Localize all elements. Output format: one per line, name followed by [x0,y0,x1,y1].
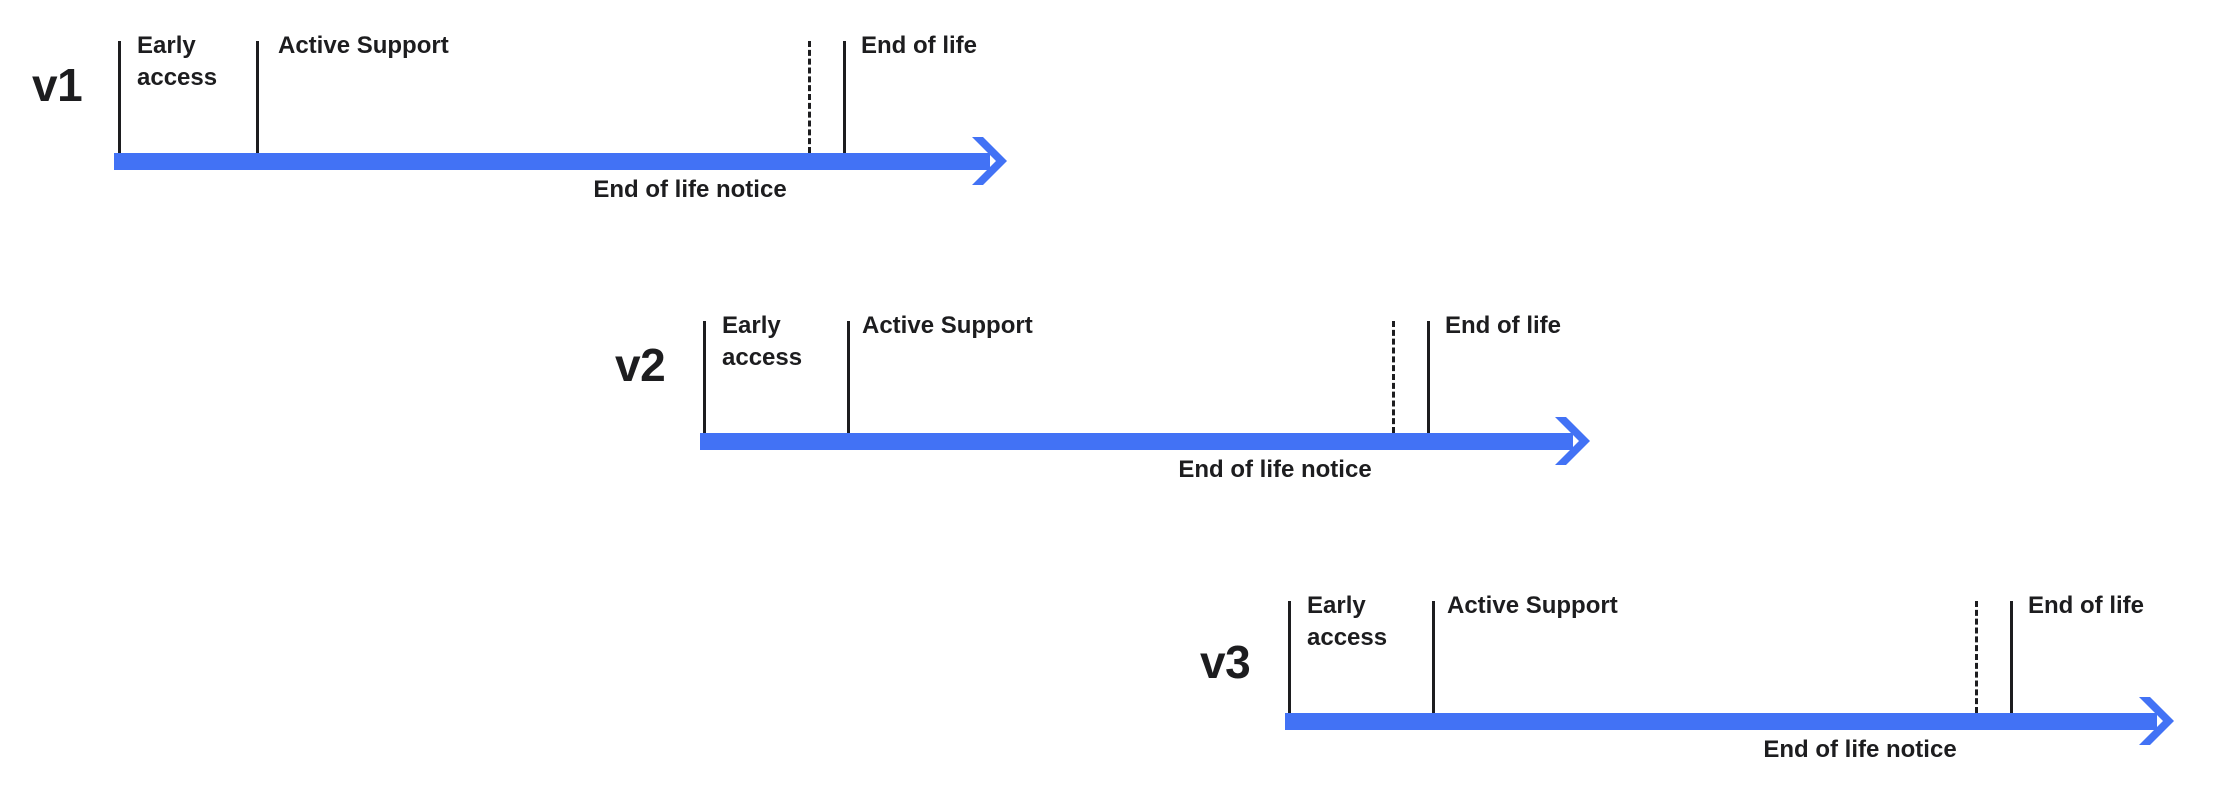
phase-label-end-of-life: End of life [1445,312,1561,339]
version-lane-v1: v1 Early access Active Support End of li… [0,0,2228,220]
end-of-life-notice-label: End of life notice [593,176,787,203]
timeline-shaft [700,433,1573,450]
phase-tick-early-access-start [118,41,121,153]
version-lane-v3: v3 Early access Active Support End of li… [0,0,2228,763]
phase-tick-early-access-start [703,321,706,433]
end-of-life-notice-label: End of life notice [1763,736,1957,763]
phase-tick-end-of-life-start [843,41,846,153]
phase-label-end-of-life: End of life [2028,592,2144,619]
timeline-shaft [1285,713,2157,730]
phase-label-end-of-life: End of life [861,32,977,59]
timeline-arrow-head-icon [1549,415,1601,467]
phase-label-early-access: Early access [1307,592,1388,651]
phase-tick-active-support-start [256,41,259,153]
phase-tick-end-of-life-notice [1975,601,1978,713]
phase-tick-end-of-life-start [1427,321,1430,433]
phase-tick-end-of-life-start [2010,601,2013,713]
end-of-life-notice-label: End of life notice [1178,456,1372,483]
phase-tick-end-of-life-notice [1392,321,1395,433]
timeline-arrow-head-icon [966,135,1018,187]
version-lane-v2: v2 Early access Active Support End of li… [0,0,2228,483]
timeline-shaft [114,153,990,170]
phase-label-active-support: Active Support [1447,592,1618,619]
timeline-arrow-head-icon [2133,695,2185,747]
phase-tick-active-support-start [847,321,850,433]
phase-tick-active-support-start [1432,601,1435,713]
phase-label-active-support: Active Support [862,312,1033,339]
version-label-v2: v2 [615,339,666,391]
phase-label-early-access: Early access [722,312,803,371]
phase-tick-early-access-start [1288,601,1291,713]
phase-label-active-support: Active Support [278,32,449,59]
phase-tick-end-of-life-notice [808,41,811,153]
version-label-v3: v3 [1200,636,1251,688]
phase-label-early-access: Early access [137,32,218,91]
version-label-v1: v1 [32,59,83,111]
